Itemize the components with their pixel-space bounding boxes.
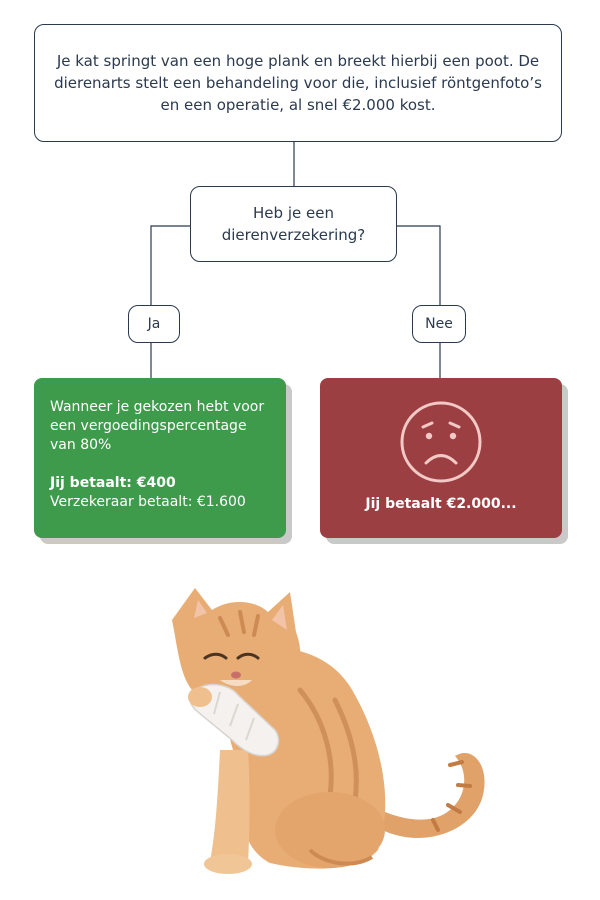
result-insured-you-pay: Jij betaalt: €400 xyxy=(50,475,176,491)
result-uninsured-you-pay: Jij betaalt €2.000... xyxy=(365,496,517,512)
spacer xyxy=(50,455,272,474)
scenario-text: Je kat springt van een hoge plank en bre… xyxy=(54,52,542,114)
cat-photo xyxy=(172,588,485,874)
question-box: Heb je een dierenverzekering? xyxy=(190,186,397,262)
result-insured-insurer-pays: Verzekeraar betaalt: €1.600 xyxy=(50,494,246,510)
result-uninsured-box: Jij betaalt €2.000... xyxy=(320,378,562,538)
result-insured-box: Wanneer je gekozen hebt voor een vergoed… xyxy=(34,378,286,538)
sad-face-icon xyxy=(400,401,482,483)
scenario-box: Je kat springt van een hoge plank en bre… xyxy=(34,24,562,142)
answer-yes-label: Ja xyxy=(147,316,161,332)
question-text: Heb je een dierenverzekering? xyxy=(221,204,366,244)
result-insured-intro: Wanneer je gekozen hebt voor een vergoed… xyxy=(50,399,265,453)
answer-no-box: Nee xyxy=(412,305,466,343)
answer-no-label: Nee xyxy=(425,316,453,332)
answer-yes-box: Ja xyxy=(128,305,180,343)
